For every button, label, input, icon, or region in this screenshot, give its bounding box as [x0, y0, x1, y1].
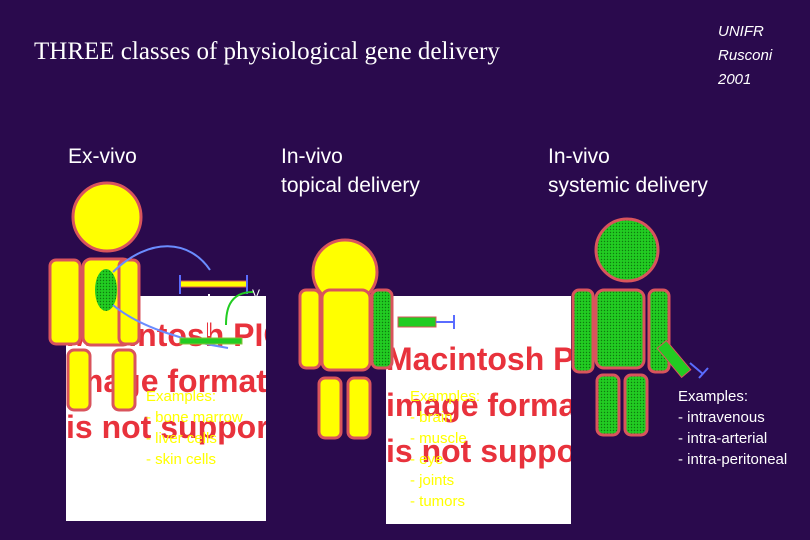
syringe-icon-topical	[397, 315, 455, 329]
credit-institution: UNIFR	[718, 23, 764, 40]
person-figure-in-vivo-topical	[298, 238, 394, 440]
column-heading-in-vivo-systemic: In-vivo systemic delivery	[548, 145, 708, 197]
credit-author: Rusconi	[718, 47, 773, 64]
examples-in-vivo-systemic: Examples: - intravenous - intra-arterial…	[678, 388, 788, 468]
examples-ex-vivo: Examples: - bone marrow - liver cells - …	[146, 388, 243, 468]
syringe-icon-systemic	[656, 339, 709, 379]
person-figure-ex-vivo	[48, 181, 143, 412]
slide-title: THREE classes of physiological gene deli…	[34, 38, 500, 65]
examples-in-vivo-topical: Examples: - brain - muscle - eye - joint…	[410, 388, 481, 510]
pict-placeholder-middle: Macintosh PICT image format is not suppo…	[386, 296, 571, 524]
column-heading-ex-vivo: Ex-vivo	[68, 145, 137, 168]
column-heading-in-vivo-topical: In-vivo topical delivery	[281, 145, 420, 197]
credit-year: 2001	[718, 71, 752, 88]
credit-block: UNIFR Rusconi 2001	[718, 20, 772, 92]
diagram-label-v: V	[252, 287, 260, 301]
person-figure-in-vivo-systemic	[571, 217, 671, 437]
ex-vivo-transfer-diagram	[112, 245, 254, 349]
